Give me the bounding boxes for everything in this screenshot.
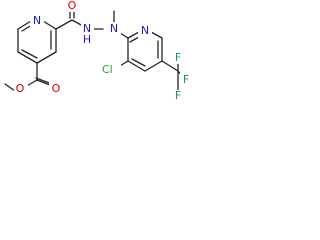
ester-carbonyl-oxygen: O bbox=[52, 82, 61, 95]
fluorine-right: F bbox=[183, 73, 189, 86]
hydrazide-nitrogen: N bbox=[83, 22, 91, 35]
fluorine-top: F bbox=[175, 51, 181, 64]
atom-labels: N O N H N N O O Cl F F F bbox=[14, 0, 192, 103]
pyridine-nitrogen-right: N bbox=[141, 24, 149, 37]
amide-oxygen: O bbox=[68, 0, 77, 12]
chlorine-atom: Cl bbox=[102, 63, 113, 76]
fluorine-bottom: F bbox=[175, 89, 181, 102]
bond-lines bbox=[4, 7, 184, 92]
molecule-structure: N O N H N N O O Cl F F F bbox=[4, 0, 192, 103]
hydrazide-hydrogen: H bbox=[83, 33, 91, 46]
ester-alkoxy-oxygen: O bbox=[16, 82, 25, 95]
pyridine-nitrogen-left: N bbox=[33, 14, 41, 27]
hydrazide-methyl-nitrogen: N bbox=[110, 22, 118, 35]
